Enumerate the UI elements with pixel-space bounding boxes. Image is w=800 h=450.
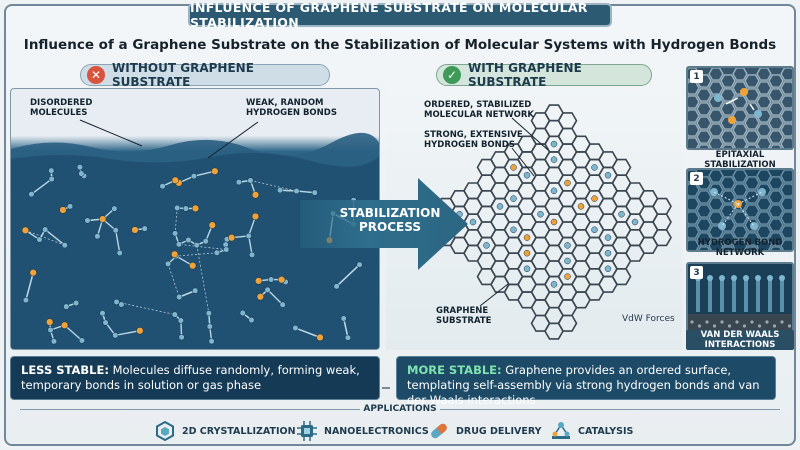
- more-stable-heading: MORE STABLE:: [407, 363, 502, 377]
- app-label: NANOELECTRONICS: [324, 425, 429, 437]
- app-drug-delivery: DRUG DELIVERY: [428, 418, 542, 444]
- without-graphene-label: WITHOUT GRAPHENE SUBSTRATE: [112, 61, 254, 89]
- catalyst-icon: [552, 422, 570, 439]
- apps-divider-left: [20, 409, 360, 410]
- epitaxial-card: 1: [686, 66, 794, 150]
- app-nanoelectronics: NANOELECTRONICS: [296, 418, 429, 444]
- vdw-forces-label: VdW Forces: [622, 314, 675, 324]
- hbond-caption: HYDROGEN BOND NETWORK: [697, 238, 783, 258]
- graphene-substrate-callout: GRAPHENE SUBSTRATE: [436, 306, 492, 326]
- epitaxial-illustration: [688, 68, 792, 148]
- main-title: Influence of a Graphene Substrate on the…: [23, 37, 777, 53]
- app-catalysis: CATALYSIS: [550, 418, 633, 444]
- vdw-caption: VAN DER WAALS INTERACTIONS: [686, 330, 794, 350]
- more-stable-summary: MORE STABLE: Graphene provides an ordere…: [396, 356, 776, 407]
- check-icon: ✓: [443, 66, 461, 84]
- applications-row: 2D CRYSTALLIZATION NANOELECTRONICS DRUG …: [0, 418, 800, 444]
- graphene-lattice-illustration: [436, 104, 672, 340]
- disordered-molecules-illustration: [11, 132, 379, 349]
- cross-icon: ✕: [87, 66, 105, 84]
- applications-title: APPLICATIONS: [363, 404, 437, 414]
- disordered-molecules-callout: DISORDERED MOLECULES: [30, 98, 93, 118]
- app-2d-crystallization: 2D CRYSTALLIZATION: [154, 418, 296, 444]
- without-graphene-header: ✕ WITHOUT GRAPHENE SUBSTRATE: [80, 61, 330, 89]
- app-label: CATALYSIS: [578, 425, 634, 437]
- crystal-icon: [156, 420, 174, 442]
- app-label: DRUG DELIVERY: [456, 425, 542, 437]
- hbond-card: 2: [686, 168, 794, 252]
- side-number-1: 1: [690, 70, 703, 83]
- with-graphene-header: ✓ WITH GRAPHENE SUBSTRATE: [436, 61, 652, 89]
- stabilization-process-label: STABILIZATION PROCESS: [339, 206, 441, 234]
- side-number-3: 3: [690, 266, 703, 279]
- capsule-icon: [431, 423, 447, 439]
- less-stable-summary: LESS STABLE: Molecules diffuse randomly,…: [10, 356, 380, 400]
- more-stable-text: Graphene provides an ordered surface, te…: [407, 363, 760, 407]
- less-stable-text: Molecules diffuse randomly, forming weak…: [21, 363, 360, 392]
- top-banner: INFLUENCE OF GRAPHENE SUBSTRATE ON MOLEC…: [188, 0, 612, 30]
- strong-bonds-callout: STRONG, EXTENSIVE HYDROGEN BONDS: [424, 130, 523, 150]
- apps-divider-right: [440, 409, 780, 410]
- side-number-2: 2: [690, 172, 703, 185]
- app-label: 2D CRYSTALLIZATION: [182, 425, 296, 437]
- less-stable-heading: LESS STABLE:: [21, 363, 109, 377]
- stabilization-arrow: [300, 178, 468, 270]
- with-graphene-label: WITH GRAPHENE SUBSTRATE: [468, 61, 582, 89]
- weak-bonds-callout: WEAK, RANDOM HYDROGEN BONDS: [246, 98, 337, 118]
- epitaxial-caption: EPITAXIAL STABILIZATION: [704, 150, 776, 170]
- disordered-solution-panel: [10, 88, 380, 350]
- ordered-network-callout: ORDERED, STABILIZED MOLECULAR NETWORK: [424, 100, 534, 120]
- chip-icon: [297, 421, 317, 441]
- vdw-illustration: [688, 264, 792, 340]
